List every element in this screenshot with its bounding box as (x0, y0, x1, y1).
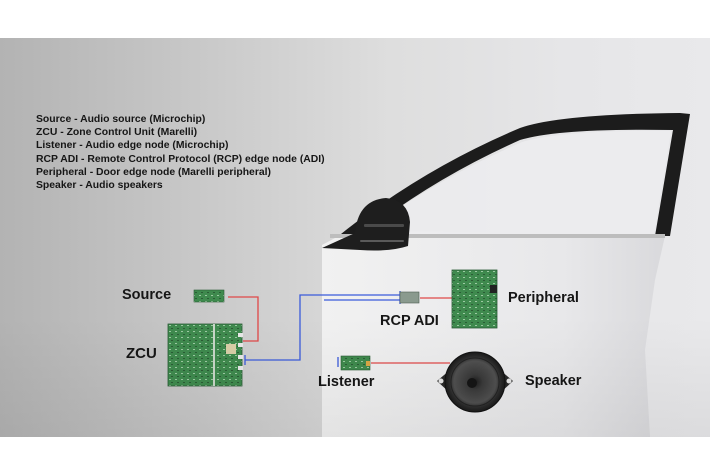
legend-item: Peripheral - Door edge node (Marelli per… (36, 166, 271, 178)
speaker-label: Speaker (525, 373, 582, 389)
zcu-to-rcp-bus-line (245, 294, 400, 361)
legend-item: RCP ADI - Remote Control Protocol (RCP) … (36, 153, 325, 165)
legend-item: Speaker - Audio speakers (36, 180, 163, 192)
listener-board (340, 355, 371, 371)
peripheral-label: Peripheral (508, 290, 579, 306)
rcp-adi-board (399, 291, 420, 304)
source-label: Source (122, 287, 172, 303)
zcu-board (167, 323, 243, 387)
rcp-adi-label: RCP ADI (380, 313, 439, 329)
peripheral-board (451, 269, 498, 329)
legend-item: ZCU - Zone Control Unit (Marelli) (36, 127, 198, 139)
diagram-artwork (167, 113, 690, 437)
source-board (193, 289, 225, 303)
legend-item: Listener - Audio edge node (Microchip) (36, 140, 229, 152)
speaker (437, 351, 513, 413)
diagram-canvas: Source - Audio source (Microchip) ZCU - … (0, 38, 710, 437)
car-door (322, 113, 690, 437)
zcu-label: ZCU (126, 345, 157, 362)
analog-wires (228, 296, 452, 364)
legend-item: Source - Audio source (Microchip) (36, 114, 206, 125)
source-to-zcu-line (228, 296, 259, 342)
listener-label: Listener (318, 374, 375, 390)
legend: Source - Audio source (Microchip) ZCU - … (36, 113, 325, 192)
